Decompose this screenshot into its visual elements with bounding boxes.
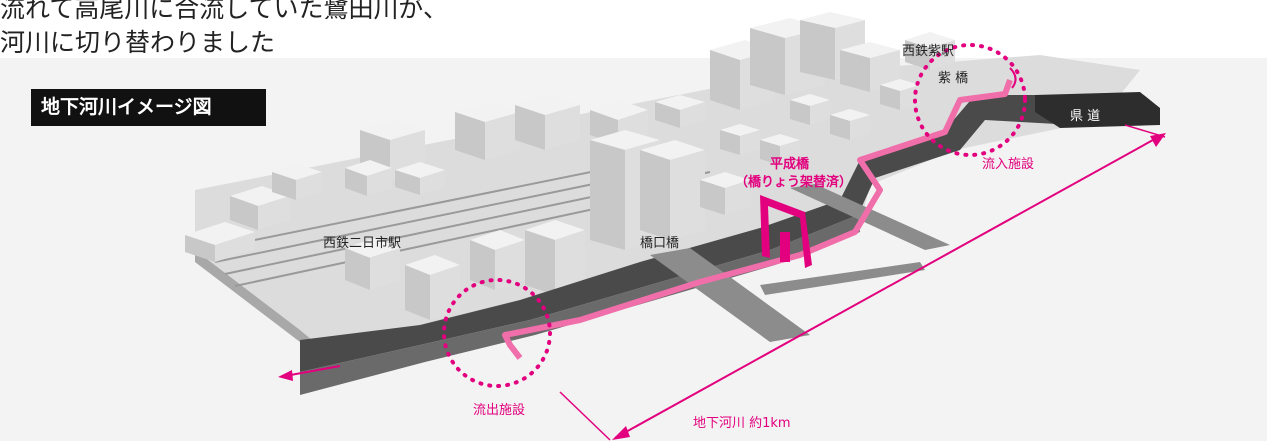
building	[185, 222, 255, 262]
river-channel-front	[300, 215, 860, 395]
building	[455, 102, 520, 160]
outflow-facility-circle	[442, 278, 552, 388]
label-futsukaichi-station: 西鉄二日市駅	[323, 235, 401, 251]
intro-text: 流れて高尾川に合流していた鷺田川が、 河川に切り替わりました	[0, 0, 520, 60]
building	[655, 95, 705, 128]
label-underground-river-length: 地下河川 約1km	[693, 416, 791, 431]
building	[830, 109, 870, 140]
building	[905, 32, 955, 70]
inflow-direction-arrow	[1009, 67, 1017, 89]
heisei-bridge-marker	[760, 195, 812, 268]
building	[525, 220, 585, 295]
building	[790, 94, 830, 125]
outflow-direction-arrow	[284, 365, 341, 377]
inflow-facility-circle	[913, 43, 1027, 157]
building	[760, 134, 800, 165]
building	[720, 124, 760, 155]
label-hashiguchi-bridge: 橋口橋	[640, 236, 679, 251]
road-south	[760, 262, 925, 295]
diagram-title: 地下河川イメージ図	[31, 89, 266, 126]
label-nishitetsu-murasaki-station: 西鉄紫駅	[902, 44, 954, 59]
length-arrow-head-left	[612, 426, 630, 440]
roads	[650, 184, 950, 342]
ground-plate-side	[195, 250, 330, 365]
building	[700, 172, 750, 215]
building	[880, 79, 920, 110]
label-prefectural-road: 県 道	[1070, 109, 1100, 124]
length-tick-left	[559, 391, 611, 441]
intro-line-1: 流れて高尾川に合流していた鷺田川が、	[0, 0, 449, 23]
building	[515, 95, 580, 150]
length-arrow	[614, 134, 1163, 439]
river-channel-wall	[300, 95, 1075, 372]
buildings	[185, 12, 955, 320]
building	[345, 160, 392, 196]
building	[470, 230, 525, 290]
label-inflow-facility: 流入施設	[982, 156, 1034, 172]
road-hashiguchi	[650, 248, 810, 342]
building	[272, 164, 322, 200]
building	[345, 238, 400, 290]
label-heisei-bridge-note: （橋りょう架替済）	[735, 174, 852, 190]
length-tick-right	[1124, 124, 1166, 138]
underground-river-route	[502, 78, 1013, 360]
building	[395, 162, 445, 195]
road-heisei	[790, 184, 950, 250]
outflow-arrow-head	[278, 370, 293, 381]
building	[405, 255, 460, 320]
prefectural-road-block	[1035, 92, 1160, 128]
label-heisei-bridge: 平成橋	[770, 156, 810, 172]
building	[230, 186, 290, 230]
label-murasaki-bridge: 紫 橋	[938, 71, 968, 86]
building	[590, 100, 648, 145]
label-outflow-facility: 流出施設	[473, 402, 525, 418]
building	[640, 140, 705, 240]
intro-line-2: 河川に切り替わりました	[0, 28, 276, 57]
